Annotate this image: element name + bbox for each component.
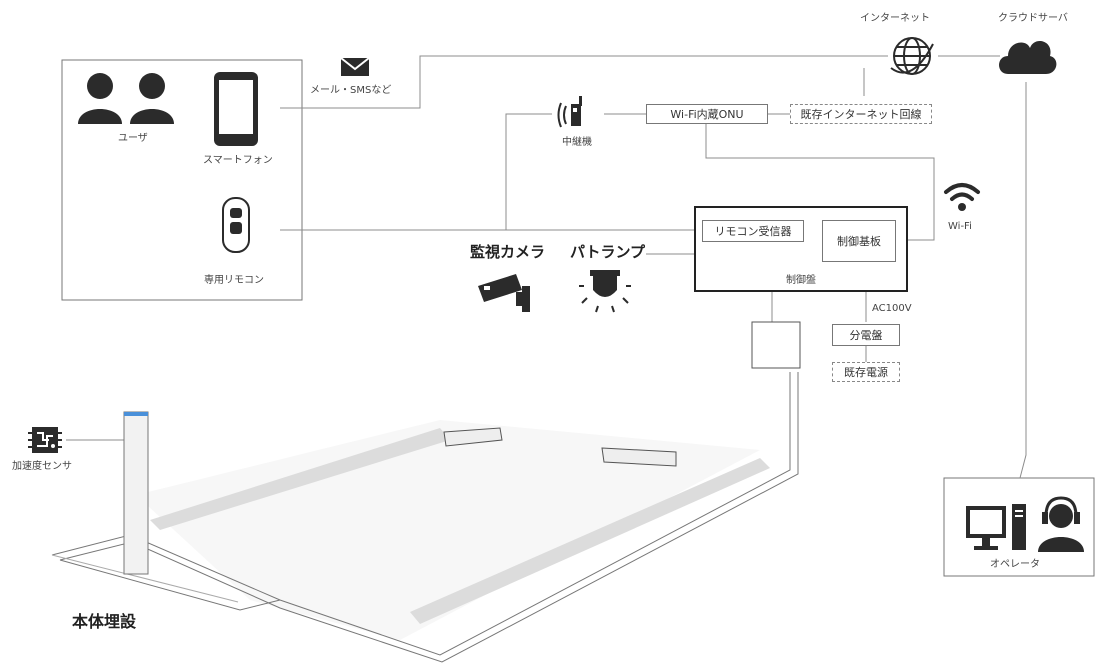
patrol-lamp-icon xyxy=(578,268,632,314)
existing-line-box: 既存インターネット回線 xyxy=(790,104,932,124)
cloud-label: クラウドサーバ xyxy=(998,13,1068,24)
operator-frame xyxy=(943,477,1095,577)
remote-icon xyxy=(220,196,252,254)
repeater-camera-line xyxy=(505,113,552,230)
smartphone-label: スマートフォン xyxy=(203,155,273,166)
user-icon xyxy=(78,68,178,126)
accelerometer-icon xyxy=(28,424,62,456)
user-label: ユーザ xyxy=(118,133,148,144)
internet-label: インターネット xyxy=(860,13,930,24)
pc-icon xyxy=(964,502,1030,554)
parking-floor xyxy=(51,372,799,663)
repeater-icon xyxy=(556,94,598,130)
camera-icon xyxy=(476,272,534,314)
smartphone-icon xyxy=(212,70,260,148)
panel-label: 制御盤 xyxy=(786,275,816,286)
ac-label: AC100V xyxy=(872,303,912,314)
repeater-label: 中継機 xyxy=(562,137,592,148)
remote-label: 専用リモコン xyxy=(204,275,264,286)
mail-icon xyxy=(340,57,370,77)
sensor-label: 加速度センサ xyxy=(12,461,72,472)
onu-wifi-line xyxy=(705,122,935,241)
power-box: 既存電源 xyxy=(832,362,900,382)
operator-icon xyxy=(1036,496,1086,554)
globe-icon xyxy=(888,32,936,80)
onu-box: Wi-Fi内蔵ONU xyxy=(646,104,768,124)
junction-box xyxy=(751,321,801,369)
wifi-icon xyxy=(942,180,982,214)
buried-label: 本体埋設 xyxy=(72,612,137,631)
cloud-operator-line xyxy=(1019,82,1027,479)
mail-line xyxy=(280,55,888,109)
cloud-icon xyxy=(996,30,1058,76)
camera-label: 監視カメラ xyxy=(470,243,546,261)
lamp-label: パトランプ xyxy=(570,243,646,261)
wifi-label: Wi-Fi xyxy=(948,221,972,232)
operator-label: オペレータ xyxy=(990,559,1040,570)
user-group-frame xyxy=(61,59,303,301)
breaker-box: 分電盤 xyxy=(832,324,900,346)
mail-label: メール・SMSなど xyxy=(310,85,392,96)
receiver-box: リモコン受信器 xyxy=(702,220,804,242)
bollard xyxy=(123,411,149,575)
board-box: 制御基板 xyxy=(822,220,896,262)
